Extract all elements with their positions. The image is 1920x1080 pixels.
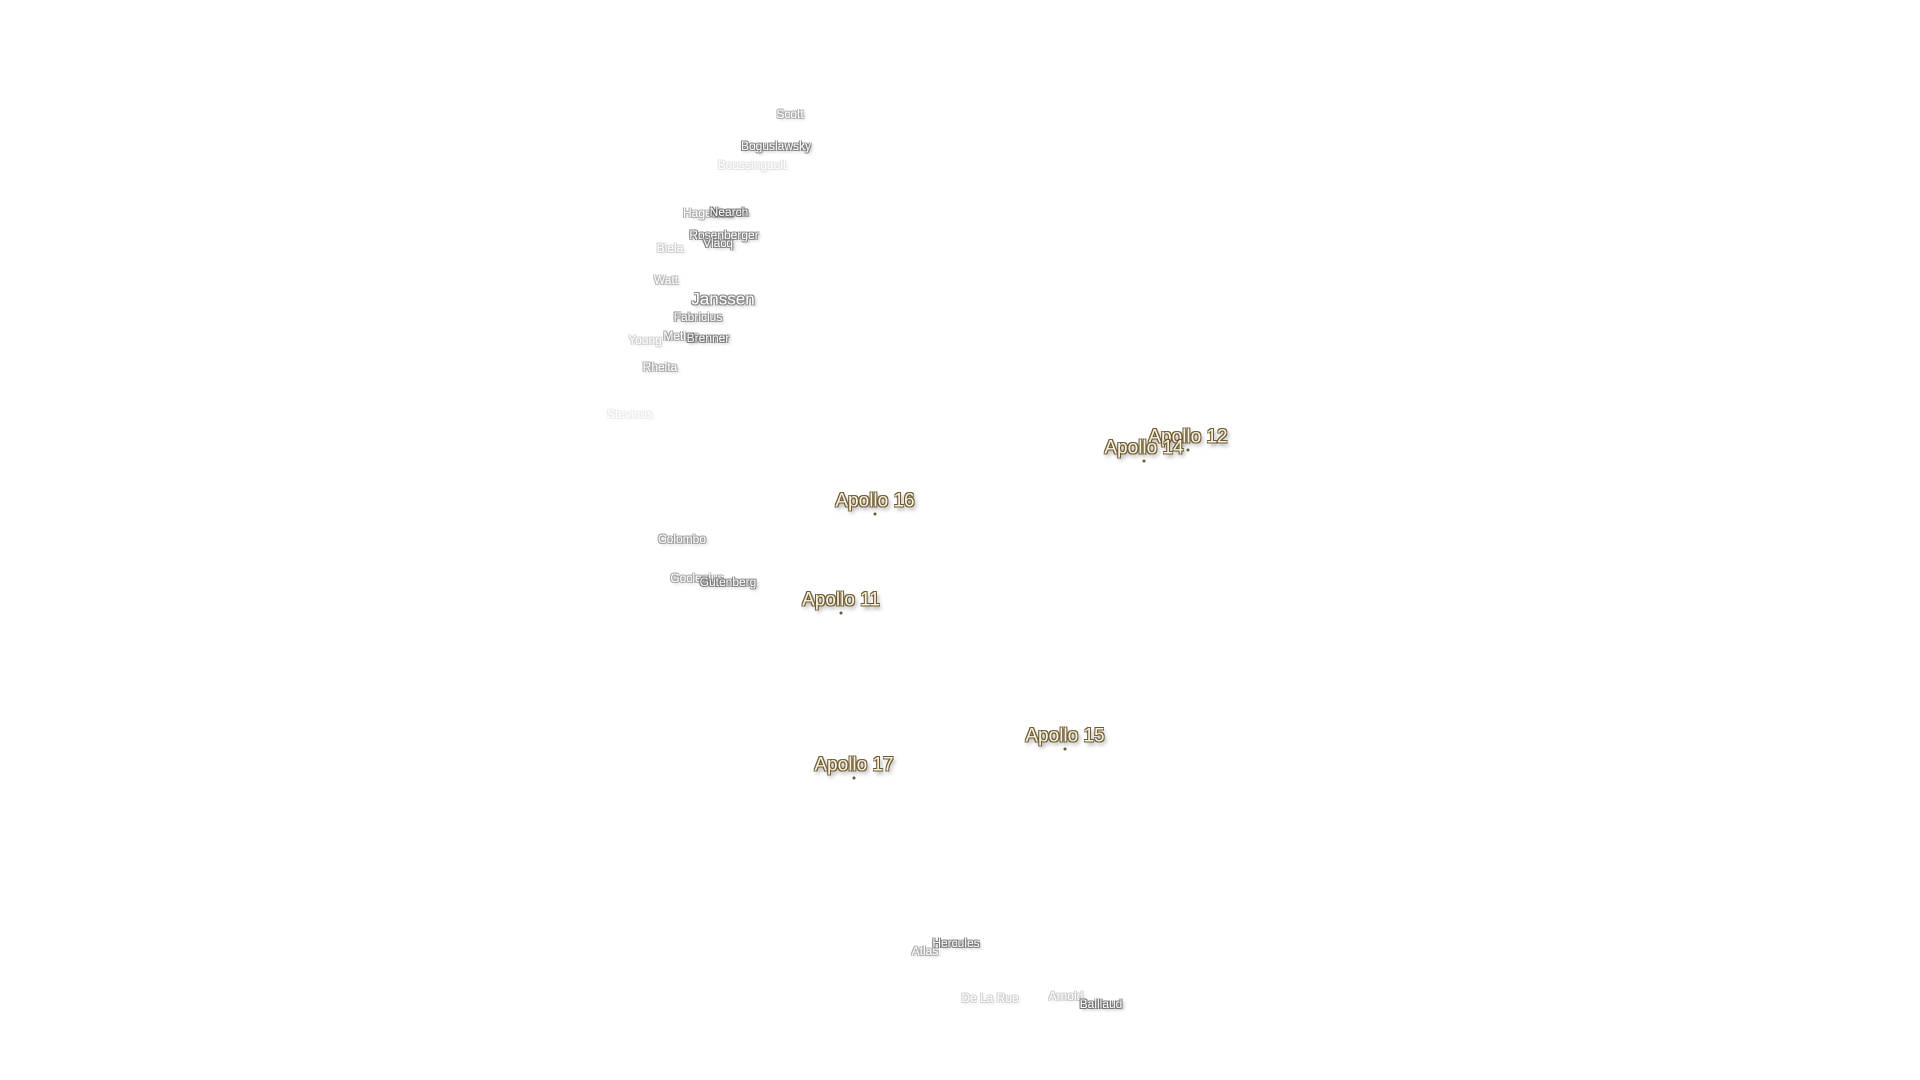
crater-label-boguslawsky[interactable]: Boguslawsky (740, 139, 812, 153)
crater-label-young[interactable]: Young (628, 333, 662, 347)
crater-label-fabricius[interactable]: Fabricius (673, 310, 723, 324)
apollo-16-site-marker[interactable] (873, 512, 877, 516)
apollo-11-label[interactable]: Apollo 11 (802, 589, 880, 611)
crater-label-colombo[interactable]: Colombo (657, 532, 707, 546)
apollo-17-label[interactable]: Apollo 17 (814, 754, 894, 776)
crater-label-gutenberg[interactable]: Gutenberg (699, 575, 757, 589)
apollo-14-site-marker[interactable] (1142, 459, 1146, 463)
crater-label-arnold[interactable]: Arnold (1048, 989, 1084, 1003)
apollo-16-label[interactable]: Apollo 16 (835, 490, 915, 512)
crater-label-metius[interactable]: Metius (663, 329, 699, 343)
crater-label-watt[interactable]: Watt (653, 273, 679, 287)
crater-label-biela[interactable]: Biela (656, 241, 684, 255)
apollo-12-site-marker[interactable] (1186, 448, 1190, 452)
crater-label-baillaud[interactable]: Baillaud (1079, 997, 1123, 1011)
crater-label-nearch[interactable]: Nearch (709, 205, 749, 219)
crater-label-rosenberger[interactable]: Rosenberger (689, 228, 759, 242)
apollo-15-site-marker[interactable] (1063, 747, 1067, 751)
apollo-15-label[interactable]: Apollo 15 (1025, 725, 1105, 747)
crater-label-janssen[interactable]: Janssen (691, 289, 755, 309)
crater-label-atlas[interactable]: Atlas (911, 944, 939, 958)
apollo-11-site-marker[interactable] (839, 611, 843, 615)
apollo-12-label[interactable]: Apollo 12 (1148, 426, 1228, 448)
apollo-14-label[interactable]: Apollo 14 (1104, 437, 1184, 459)
crater-label-boussingault[interactable]: Boussingault (717, 158, 787, 172)
crater-label-brenner[interactable]: Brenner (686, 331, 730, 345)
crater-label-vlacq[interactable]: Vlacq (702, 236, 734, 250)
crater-label-hercules[interactable]: Hercules (932, 936, 980, 950)
crater-label-hagecius[interactable]: Hagecius (682, 206, 734, 220)
crater-label-goclenius[interactable]: Goclenius (670, 571, 724, 585)
crater-label-rheita[interactable]: Rheita (642, 360, 678, 374)
crater-label-scott[interactable]: Scott (776, 107, 804, 121)
crater-label-stevinus[interactable]: Stevinus (606, 407, 654, 421)
crater-label-de-la-rue[interactable]: De La Rue (961, 991, 1019, 1005)
apollo-17-site-marker[interactable] (852, 776, 856, 780)
